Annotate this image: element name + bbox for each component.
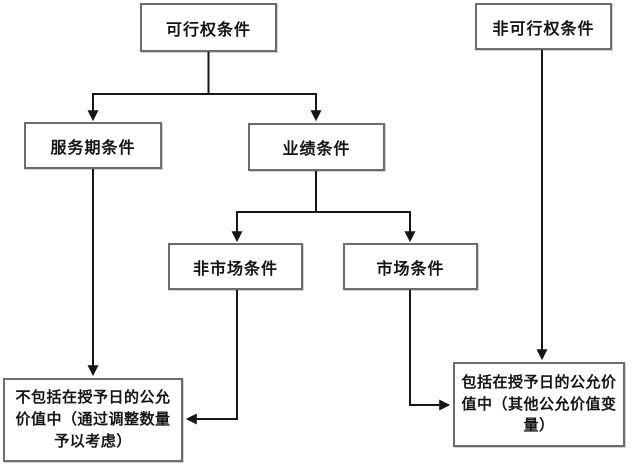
node-included-label-line1: 包括在授予日的公允价: [461, 373, 617, 391]
node-non-market-conditions: 非市场条件: [168, 243, 303, 290]
node-excluded-label-line2: 价值中（通过调整数量: [15, 411, 171, 429]
node-non-vesting-conditions: 非可行权条件: [475, 3, 612, 50]
node-excluded-label-line3: 予以考虑）: [54, 432, 132, 450]
node-non-market-conditions-label: 非市场条件: [192, 260, 278, 278]
node-service-period-conditions: 服务期条件: [24, 122, 162, 169]
node-vesting-conditions-label: 可行权条件: [165, 21, 251, 39]
node-performance-conditions-label: 业绩条件: [282, 141, 351, 158]
node-included-label-line3: 量）: [523, 417, 555, 435]
node-excluded-from-grant-date-fair-value: 不包括在授予日的公允 价值中（通过调整数量 予以考虑）: [3, 378, 183, 462]
node-vesting-conditions: 可行权条件: [140, 3, 277, 52]
edge-market-to-included: [409, 290, 451, 411]
edge-non-market-to-excluded: [185, 290, 238, 425]
node-market-conditions: 市场条件: [343, 243, 478, 290]
node-included-in-grant-date-fair-value: 包括在授予日的公允价 值中（其他公允价值变 量）: [453, 362, 625, 447]
node-included-label-line2: 值中（其他公允价值变: [461, 395, 617, 413]
node-service-period-conditions-label: 服务期条件: [50, 139, 136, 157]
node-market-conditions-label: 市场条件: [376, 260, 445, 278]
node-non-vesting-conditions-label: 非可行权条件: [492, 20, 595, 38]
node-performance-conditions: 业绩条件: [248, 123, 385, 171]
node-excluded-label-line1: 不包括在授予日的公允: [15, 389, 171, 407]
